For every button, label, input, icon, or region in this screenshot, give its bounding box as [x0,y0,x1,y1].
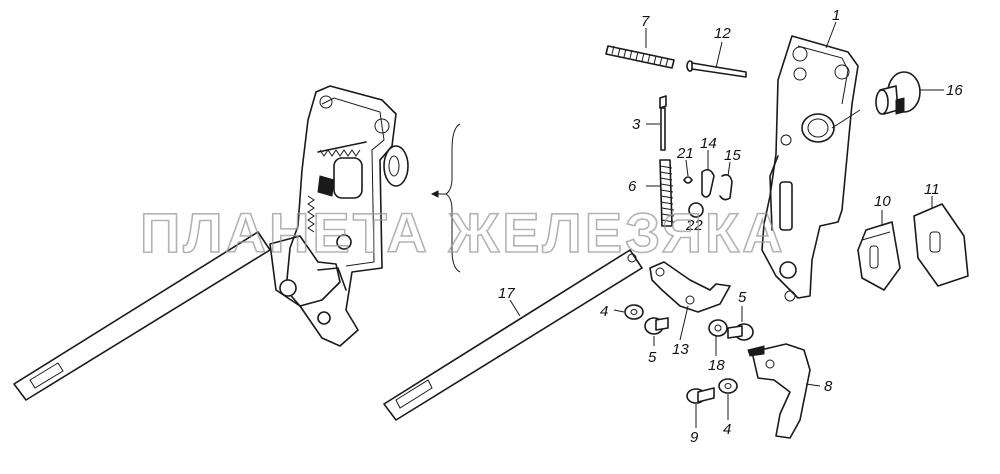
clip-21 [683,176,693,184]
watermark-text: ПЛАНЕТА ЖЕЛЕЗЯКА [140,201,786,264]
callout-13: 13 [672,341,689,358]
callout-16: 16 [946,82,963,99]
bolt-9 [686,387,715,404]
clip-15 [719,174,733,201]
callout-22: 22 [685,217,703,234]
callout-5-left: 5 [648,349,657,366]
callout-14: 14 [700,135,717,152]
plate-11 [913,203,969,287]
callout-8: 8 [824,378,833,395]
bolt-5-left [644,317,669,335]
rod-17 [383,249,643,421]
callout-5-right: 5 [738,289,747,306]
bolt-5-right [727,323,754,341]
callout-6: 6 [628,178,637,195]
callout-12: 12 [714,25,731,42]
callout-11: 11 [924,181,940,198]
spring-6 [659,159,675,227]
callout-18: 18 [708,357,725,374]
callout-10: 10 [874,193,891,210]
callout-4-lower: 4 [723,421,731,438]
assembled-lock-plate [285,85,397,347]
clip-14 [701,168,715,198]
pin-12 [686,60,747,78]
screw-3 [659,95,667,151]
callout-4-upper: 4 [600,303,608,320]
leader-lines [509,21,944,428]
washer-18 [708,319,728,337]
lever-13 [649,261,731,313]
washer-4-upper [624,304,644,320]
assembled-lock-mechanism [13,85,409,401]
cam-plate-10 [857,221,901,291]
callout-numbers: 7 12 1 16 3 6 21 14 15 22 10 11 17 4 5 1… [498,7,963,446]
callout-3: 3 [632,116,641,133]
callout-7: 7 [641,13,650,30]
knob-16 [875,71,921,115]
spring-7 [605,45,675,69]
washer-4-lower [718,378,738,394]
callout-17: 17 [498,285,515,302]
lock-plate-1 [761,35,859,302]
lever-8 [747,343,811,439]
ring-22 [688,202,704,218]
callout-9: 9 [690,429,699,446]
callout-21: 21 [676,145,694,162]
callout-1: 1 [832,7,840,24]
callout-15: 15 [724,147,741,164]
